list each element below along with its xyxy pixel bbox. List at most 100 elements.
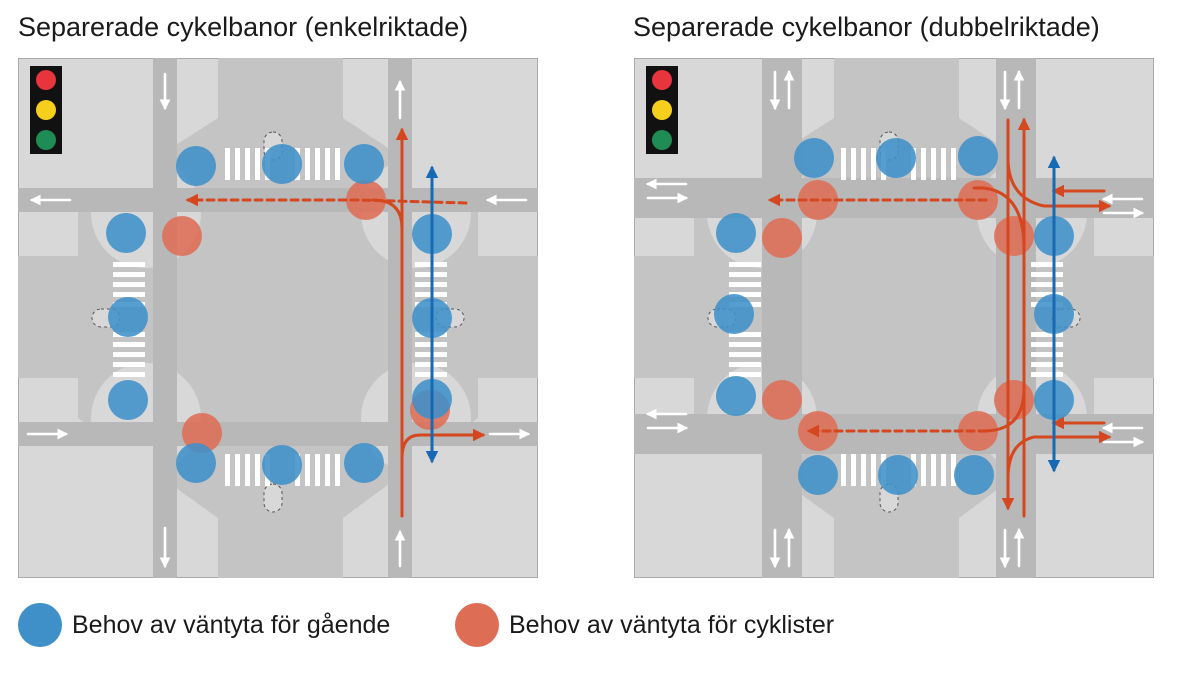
traffic-light-lamp (36, 70, 56, 90)
crosswalk-stripe-north (255, 148, 260, 180)
pedestrian-waiting-area (714, 294, 754, 334)
traffic-light-lamp (652, 70, 672, 90)
crosswalk-stripe-west (113, 362, 145, 367)
cycle-lane-east (996, 58, 1036, 578)
crosswalk-stripe-south (225, 454, 230, 486)
crosswalk-stripe-south (335, 454, 340, 486)
crosswalk-stripe-north (325, 148, 330, 180)
crosswalk-stripe-west (113, 272, 145, 277)
crosswalk-stripe-south (931, 454, 936, 486)
crosswalk-stripe-west (729, 332, 761, 337)
cyclist-waiting-area (762, 380, 802, 420)
pedestrian-waiting-area (794, 138, 834, 178)
road-east-arm (1094, 256, 1154, 378)
crosswalk-stripe-south (315, 454, 320, 486)
crosswalk-stripe-east (1031, 332, 1063, 337)
cyclist-waiting-area (762, 218, 802, 258)
crosswalk-stripe-west (729, 342, 761, 347)
traffic-light-lamp (36, 100, 56, 120)
crosswalk-stripe-east (1031, 272, 1063, 277)
cycle-route-turn (982, 386, 1026, 433)
crosswalk-stripe-south (841, 454, 846, 486)
crosswalk-stripe-south (871, 454, 876, 486)
road-north-arm (218, 58, 343, 118)
crosswalk-stripe-west (113, 352, 145, 357)
crosswalk-stripe-south (245, 454, 250, 486)
traffic-light-lamp (36, 130, 56, 150)
crosswalk-stripe-north (921, 148, 926, 180)
crosswalk-stripe-west (113, 342, 145, 347)
road-south-arm (218, 518, 343, 578)
cycle-lane-east (388, 58, 412, 578)
traffic-light-lamp (652, 130, 672, 150)
legend-pedestrian: Behov av väntyta för gående (18, 603, 390, 647)
title-two-direction: Separerade cykelbanor (dubbelriktade) (633, 12, 1100, 42)
crosswalk-stripe-east (1031, 282, 1063, 287)
crosswalk-stripe-east (1031, 342, 1063, 347)
legend-cyclist-label: Behov av väntyta för cyklister (509, 610, 835, 639)
crosswalk-stripe-south (235, 454, 240, 486)
crosswalk-stripe-south (325, 454, 330, 486)
pedestrian-waiting-area (878, 455, 918, 495)
road-north-arm (834, 58, 959, 118)
crosswalk-stripe-west (729, 282, 761, 287)
pedestrian-waiting-area (716, 213, 756, 253)
crosswalk-stripe-west (729, 352, 761, 357)
crosswalk-stripe-west (113, 282, 145, 287)
cycle-lane-west (762, 58, 802, 578)
legend-cyclist-marker (455, 603, 499, 647)
cycle-route-right-turn (400, 428, 486, 460)
intersection-single-direction (18, 58, 538, 578)
pedestrian-waiting-area (344, 443, 384, 483)
crosswalk-stripe-south (951, 454, 956, 486)
cycle-lane-west (153, 58, 177, 578)
road-south-arm (834, 518, 959, 578)
traffic-light-lamp (652, 100, 672, 120)
pedestrian-waiting-area (176, 146, 216, 186)
crosswalk-stripe-south (921, 454, 926, 486)
crosswalk-stripe-east (1031, 352, 1063, 357)
crosswalk-stripe-east (1031, 292, 1063, 297)
crosswalk-stripe-south (941, 454, 946, 486)
crosswalk-stripe-west (113, 372, 145, 377)
pedestrian-waiting-area (176, 443, 216, 483)
crosswalk-stripe-north (851, 148, 856, 180)
cyclist-waiting-area (994, 216, 1034, 256)
crosswalk-stripe-north (225, 148, 230, 180)
crosswalk-stripe-north (951, 148, 956, 180)
legend-cyclist: Behov av väntyta för cyklister (455, 603, 834, 647)
crosswalk-stripe-south (305, 454, 310, 486)
crosswalk-stripe-north (861, 148, 866, 180)
title-single-direction: Separerade cykelbanor (enkelriktade) (18, 12, 469, 42)
cycle-lane-north (634, 178, 1154, 218)
pedestrian-waiting-area (106, 213, 146, 253)
pedestrian-waiting-area (108, 297, 148, 337)
crosswalk-stripe-west (113, 262, 145, 267)
crosswalk-stripe-east (1031, 262, 1063, 267)
crosswalk-stripe-north (245, 148, 250, 180)
refuge-island-south (263, 483, 283, 513)
legend-pedestrian-marker (18, 603, 62, 647)
crosswalk-stripe-south (861, 454, 866, 486)
cycle-lane-south (634, 414, 1154, 454)
crosswalk-stripe-north (315, 148, 320, 180)
pedestrian-waiting-area (954, 455, 994, 495)
crosswalk-stripe-north (235, 148, 240, 180)
crosswalk-stripe-east (1031, 362, 1063, 367)
crosswalk-stripe-south (851, 454, 856, 486)
crosswalk-stripe-west (113, 292, 145, 297)
cyclist-waiting-area (182, 413, 222, 453)
crosswalk-stripe-west (729, 262, 761, 267)
pedestrian-waiting-area (876, 138, 916, 178)
road-west-arm (18, 256, 78, 378)
cycle-route-left-turn-start (371, 198, 404, 230)
crosswalk-stripe-west (729, 362, 761, 367)
pedestrian-waiting-area (344, 144, 384, 184)
crosswalk-stripe-north (941, 148, 946, 180)
pedestrian-waiting-area (262, 445, 302, 485)
crosswalk-stripe-north (841, 148, 846, 180)
cycle-route-turn (972, 186, 1026, 250)
cycle-route-turn (1006, 156, 1112, 213)
crosswalk-stripe-north (335, 148, 340, 180)
crosswalk-stripe-north (871, 148, 876, 180)
